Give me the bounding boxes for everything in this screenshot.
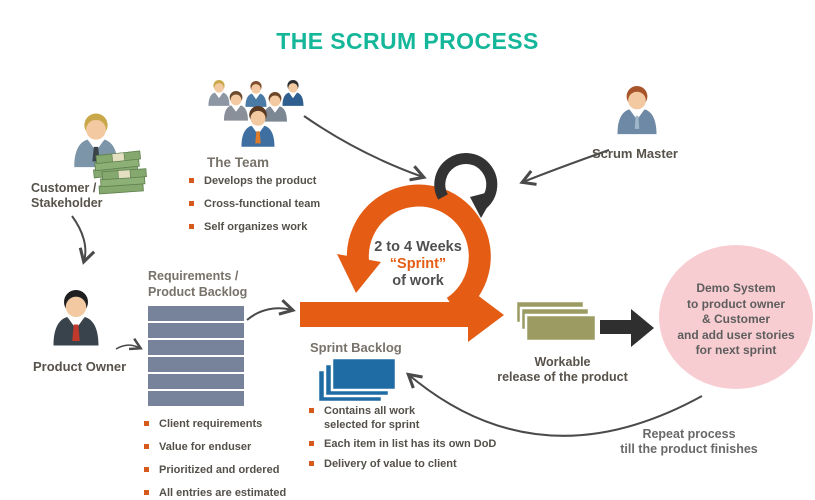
backlog-bar xyxy=(148,306,244,321)
backlog-bar xyxy=(148,357,244,372)
bullet-icon xyxy=(309,441,314,446)
page-title: THE SCRUM PROCESS xyxy=(276,28,539,54)
bullet-icon xyxy=(144,467,149,472)
product-backlog-bullet-list: Client requirements Value for enduser Pr… xyxy=(144,417,286,500)
bullet-icon xyxy=(144,490,149,495)
list-item: Self organizes work xyxy=(189,220,320,234)
bullet-text: Contains all work selected for sprint xyxy=(324,405,420,431)
backlog-bar xyxy=(148,374,244,389)
repeat-line1: Repeat process xyxy=(642,427,736,441)
sprint-duration-line2: “Sprint” xyxy=(389,256,447,272)
demo-line: Demo System xyxy=(696,281,776,295)
team-bullet-list: Develops the product Cross-functional te… xyxy=(189,174,320,243)
team-to-loop-arrow xyxy=(303,115,427,182)
demo-circle xyxy=(659,245,813,389)
product-backlog-bars xyxy=(148,306,244,406)
list-item: Contains all work selected for sprint xyxy=(309,404,496,432)
customer-icon xyxy=(74,113,147,195)
bullet-icon xyxy=(144,421,149,426)
product-backlog-heading-line1: Requirements / xyxy=(148,269,239,283)
bullet-text: Value for enduser xyxy=(159,441,252,453)
list-item: Client requirements xyxy=(144,417,286,431)
list-item: Value for enduser xyxy=(144,440,286,454)
product-owner-label: Product Owner xyxy=(33,359,127,374)
workable-release-line2: release of the product xyxy=(497,369,628,384)
bullet-text: Prioritized and ordered xyxy=(159,464,280,476)
money-icon xyxy=(93,150,147,195)
team-label: The Team xyxy=(207,155,270,170)
list-item: Prioritized and ordered xyxy=(144,463,286,477)
product-owner-icon xyxy=(53,290,99,346)
list-item: Delivery of value to client xyxy=(309,457,496,471)
bullet-text: Self organizes work xyxy=(204,221,308,233)
team-icon xyxy=(208,80,304,147)
repeat-line2: till the product finishes xyxy=(620,442,758,456)
demo-line: & Customer xyxy=(701,312,770,326)
sprint-backlog-bullet-list: Contains all work selected for sprint Ea… xyxy=(309,404,496,480)
bullet-text: Client requirements xyxy=(159,418,263,430)
bullet-text: All entries are estimated xyxy=(159,487,287,499)
customer-label-line2: Stakeholder xyxy=(31,196,103,210)
bullet-icon xyxy=(189,178,194,183)
bullet-icon xyxy=(189,201,194,206)
sprint-duration-line3: of work xyxy=(392,273,444,289)
bullet-text: Cross-functional team xyxy=(204,198,321,210)
list-item: Cross-functional team xyxy=(189,197,320,211)
repeat-label: Repeat process till the product finishes xyxy=(589,427,789,457)
scrum-master-to-loop-arrow xyxy=(519,149,610,186)
product-backlog-heading: Requirements / Product Backlog xyxy=(148,268,247,300)
bullet-icon xyxy=(189,224,194,229)
customer-to-owner-arrow xyxy=(71,215,96,265)
bullet-text: Develops the product xyxy=(204,175,317,187)
workable-release-line1: Workable xyxy=(534,355,591,369)
customer-label-line1: Customer / xyxy=(31,181,97,195)
sprint-duration-line1: 2 to 4 Weeks xyxy=(374,239,462,255)
release-to-demo-arrow xyxy=(600,309,654,347)
sprint-duration-label: 2 to 4 Weeks “Sprint” of work xyxy=(343,239,493,290)
list-item: All entries are estimated xyxy=(144,486,286,500)
backlog-bar xyxy=(148,340,244,355)
workable-release-cards xyxy=(514,299,598,343)
demo-line: to product owner xyxy=(687,296,785,311)
workable-release-label: Workable release of the product xyxy=(490,355,635,384)
demo-circle-label: Demo System to product owner & Customer … xyxy=(659,281,813,359)
owner-to-backlog-arrow xyxy=(115,337,143,351)
list-item: Each item in list has its own DoD xyxy=(309,437,496,451)
backlog-bar xyxy=(148,391,244,406)
scrum-master-icon xyxy=(617,86,657,135)
iteration-loop-icon xyxy=(434,153,498,218)
sprint-backlog-cards xyxy=(316,356,398,404)
bullet-text: Each item in list has its own DoD xyxy=(324,438,497,450)
scrum-master-label: Scrum Master xyxy=(592,146,678,161)
repeat-arrow xyxy=(405,372,703,437)
demo-line: and add user stories xyxy=(677,327,795,342)
product-backlog-heading-line2: Product Backlog xyxy=(148,285,248,299)
bullet-icon xyxy=(144,444,149,449)
bullet-icon xyxy=(309,461,314,466)
bullet-icon xyxy=(309,408,314,413)
demo-line: for next sprint xyxy=(695,343,777,357)
backlog-to-sprint-arrow xyxy=(246,299,296,321)
sprint-backlog-heading: Sprint Backlog xyxy=(310,340,402,355)
customer-label: Customer / Stakeholder xyxy=(31,181,103,211)
bullet-text: Delivery of value to client xyxy=(324,458,457,470)
backlog-bar xyxy=(148,323,244,338)
list-item: Develops the product xyxy=(189,174,320,188)
